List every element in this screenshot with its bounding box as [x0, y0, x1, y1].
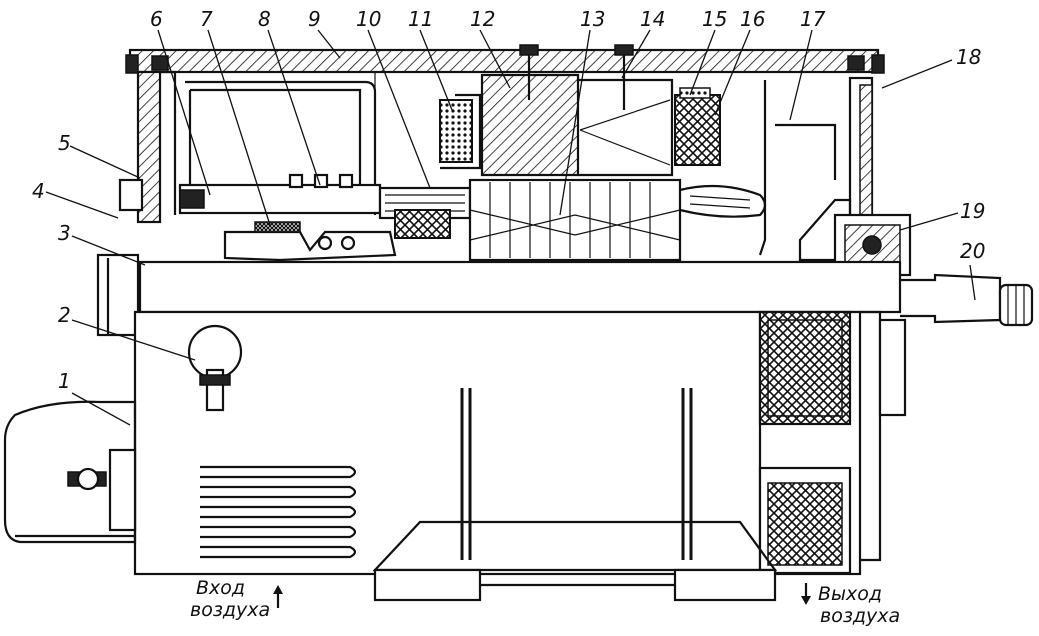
shaft — [138, 260, 1034, 327]
right-end-frame — [758, 76, 874, 262]
callout-leaders — [45, 29, 976, 426]
outlet-grille-upper — [758, 310, 852, 426]
callout-7: 7 — [200, 7, 213, 31]
brush-housing — [185, 72, 377, 215]
callout-1: 1 — [58, 369, 71, 393]
air-outlet-caption-line1: Выход — [818, 583, 882, 605]
top-cover — [125, 48, 885, 74]
air-inlet-caption: Вход воздуха — [190, 577, 283, 621]
armature-winding-end — [679, 184, 767, 218]
callout-6: 6 — [150, 7, 163, 31]
inspection-hatch — [187, 324, 243, 412]
callout-15: 15 — [702, 7, 727, 31]
callout-20: 20 — [960, 239, 985, 263]
callout-11: 11 — [408, 7, 433, 31]
outlet-grille-lower — [758, 466, 852, 575]
callout-9: 9 — [308, 7, 321, 31]
callout-2: 2 — [58, 303, 71, 327]
callout-8: 8 — [258, 7, 271, 31]
commutator — [378, 186, 472, 239]
lifting-brackets — [460, 388, 693, 560]
callout-14: 14 — [640, 7, 665, 31]
brush-rod — [178, 173, 382, 215]
aux-pole — [578, 44, 721, 177]
callout-5: 5 — [58, 131, 71, 155]
main-frame — [133, 310, 907, 576]
callout-19: 19 — [960, 199, 985, 223]
terminal-box — [3, 400, 137, 544]
callout-10: 10 — [356, 7, 381, 31]
callout-16: 16 — [740, 7, 765, 31]
mounting-foot-left — [372, 520, 778, 602]
callout-12: 12 — [470, 7, 495, 31]
air-inlet-caption-line2: воздуха — [190, 599, 270, 621]
armature-core — [468, 178, 682, 262]
air-inlet-caption-line1: Вход — [196, 577, 245, 599]
inlet-louvres — [200, 465, 357, 559]
field-coil-left — [439, 93, 482, 170]
arrow-up-icon — [273, 585, 283, 608]
callout-3: 3 — [58, 221, 71, 245]
callout-13: 13 — [580, 7, 605, 31]
air-outlet-caption: Выход воздуха — [801, 583, 900, 627]
callout-numbers: 1 2 3 4 5 6 7 8 9 10 11 12 13 14 15 16 1… — [32, 7, 985, 393]
callout-17: 17 — [800, 7, 826, 31]
arrow-down-icon — [801, 583, 811, 605]
callout-18: 18 — [956, 45, 981, 69]
air-outlet-caption-line2: воздуха — [820, 605, 900, 627]
callout-4: 4 — [32, 179, 45, 203]
brush-rocker — [223, 221, 397, 262]
